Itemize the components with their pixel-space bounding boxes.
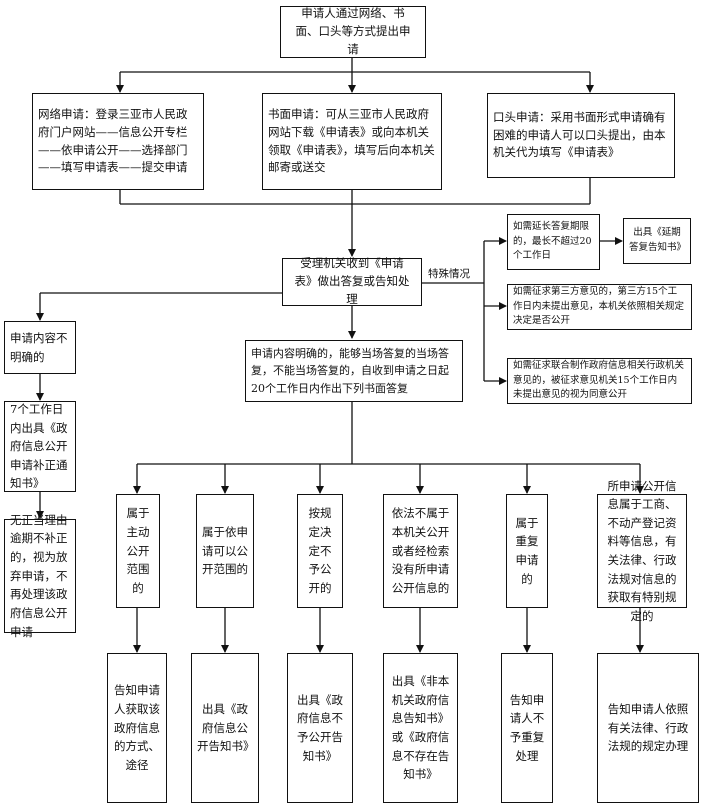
node-receive-text: 受理机关收到《申请表》做出答复或告知处理 <box>294 256 410 306</box>
node-extend-notice: 出具《延期答复告知书》 <box>623 218 691 264</box>
node-receive: 受理机关收到《申请表》做出答复或告知处理 <box>282 256 422 306</box>
node-result-follow-law-text: 告知申请人依照有关法律、行政法规的规定办理 <box>607 702 689 754</box>
node-result-follow-law: 告知申请人依照有关法律、行政法规的规定办理 <box>597 653 699 803</box>
node-oral-text: 口头申请：采用书面形式申请确有困难的申请人可以口头提出，由本机关代为填写《申请表… <box>493 109 666 160</box>
node-oral: 口头申请：采用书面形式申请确有困难的申请人可以口头提出，由本机关代为填写《申请表… <box>487 93 675 178</box>
node-cat-repeat-request-text: 属于重复申请的 <box>515 515 539 586</box>
node-unclear-text: 申请内容不明确的 <box>10 330 68 364</box>
node-cat-special-regulations: 所申请公开信息属于工商、不动产登记资料等信息，有关法律、行政法规对信息的获取有特… <box>597 479 687 623</box>
node-extend: 如需延长答复期限的，最长不超过20个工作日 <box>507 214 600 270</box>
special-case-label: 特殊情况 <box>428 268 470 280</box>
node-abandon: 无正当理由逾期不补正的，视为放弃申请，不再处理该政府信息公开申请 <box>4 513 76 639</box>
node-cat-repeat-request: 属于重复申请的 <box>506 494 548 608</box>
node-abandon-text: 无正当理由逾期不补正的，视为放弃申请，不再处理该政府信息公开申请 <box>10 512 68 639</box>
node-joint-text: 如需征求联合制作政府信息相关行政机关意见的，被征求意见机关15个工作日内未提出意… <box>513 359 685 401</box>
node-extend-text: 如需延长答复期限的，最长不超过20个工作日 <box>513 220 592 262</box>
node-third-party: 如需征求第三方意见的，第三方15个工作日内未提出意见，本机关依照相关规定决定是否… <box>507 284 692 330</box>
node-cat-special-regulations-text: 所申请公开信息属于工商、不动产登记资料等信息，有关法律、行政法规对信息的获取有特… <box>607 478 677 623</box>
node-cat-not-disclosed-text: 按规定决定不予公开的 <box>308 506 332 595</box>
node-written-text: 书面申请：可从三亚市人民政府网站下载《申请表》或向本机关领取《申请表》，填写后向… <box>268 106 435 175</box>
node-cat-disclosable-on-request: 属于依申请可以公开范围的 <box>196 494 254 608</box>
node-third-party-text: 如需征求第三方意见的，第三方15个工作日内未提出意见，本机关依照相关规定决定是否… <box>513 285 685 327</box>
node-clear-text: 申请内容明确的，能够当场答复的当场答复，不能当场答复的，自收到申请之日起20个工… <box>251 347 449 395</box>
node-start-text: 申请人通过网络、书面、口头等方式提出申请 <box>295 6 411 56</box>
node-cat-not-this-agency: 依法不属于本机关公开或者经检索没有所申请公开信息的 <box>383 494 458 608</box>
node-correction: 7个工作日内出具《政府信息公开申请补正通知书》 <box>4 401 76 492</box>
node-result-nondisclosure-notice: 出具《政府信息不予公开告知书》 <box>287 653 353 803</box>
node-cat-active-disclosure-text: 属于主动公开范围的 <box>126 506 150 595</box>
node-start: 申请人通过网络、书面、口头等方式提出申请 <box>280 6 426 58</box>
node-result-not-agency-notice: 出具《非本机关政府信息告知书》或《政府信息不存在告知书》 <box>383 653 458 803</box>
node-correction-text: 7个工作日内出具《政府信息公开申请补正通知书》 <box>10 401 68 491</box>
node-result-not-agency-notice-text: 出具《非本机关政府信息告知书》或《政府信息不存在告知书》 <box>391 674 450 782</box>
node-cat-not-this-agency-text: 依法不属于本机关公开或者经检索没有所申请公开信息的 <box>391 506 450 595</box>
node-cat-disclosable-on-request-text: 属于依申请可以公开范围的 <box>202 525 248 577</box>
node-online: 网络申请：登录三亚市人民政府门户网站——信息公开专栏——依申请公开——选择部门—… <box>32 93 204 190</box>
node-result-access-method: 告知申请人获取该政府信息的方式、途径 <box>107 653 167 803</box>
node-result-no-repeat: 告知申请人不予重复处理 <box>501 653 553 803</box>
node-joint: 如需征求联合制作政府信息相关行政机关意见的，被征求意见机关15个工作日内未提出意… <box>507 358 692 404</box>
node-unclear: 申请内容不明确的 <box>4 321 76 374</box>
node-result-no-repeat-text: 告知申请人不予重复处理 <box>509 692 545 763</box>
node-clear: 申请内容明确的，能够当场答复的当场答复，不能当场答复的，自收到申请之日起20个工… <box>245 340 463 402</box>
node-online-text: 网络申请：登录三亚市人民政府门户网站——信息公开专栏——依申请公开——选择部门—… <box>38 106 188 175</box>
node-cat-not-disclosed: 按规定决定不予公开的 <box>297 494 343 608</box>
node-written: 书面申请：可从三亚市人民政府网站下载《申请表》或向本机关领取《申请表》，填写后向… <box>262 93 442 190</box>
node-cat-active-disclosure: 属于主动公开范围的 <box>116 494 160 608</box>
node-result-nondisclosure-notice-text: 出具《政府信息不予公开告知书》 <box>297 692 343 763</box>
node-result-disclosure-notice: 出具《政府信息公开告知书》 <box>191 653 259 803</box>
node-result-access-method-text: 告知申请人获取该政府信息的方式、途径 <box>114 683 160 772</box>
node-result-disclosure-notice-text: 出具《政府信息公开告知书》 <box>197 702 255 754</box>
node-extend-notice-text: 出具《延期答复告知书》 <box>629 227 687 253</box>
